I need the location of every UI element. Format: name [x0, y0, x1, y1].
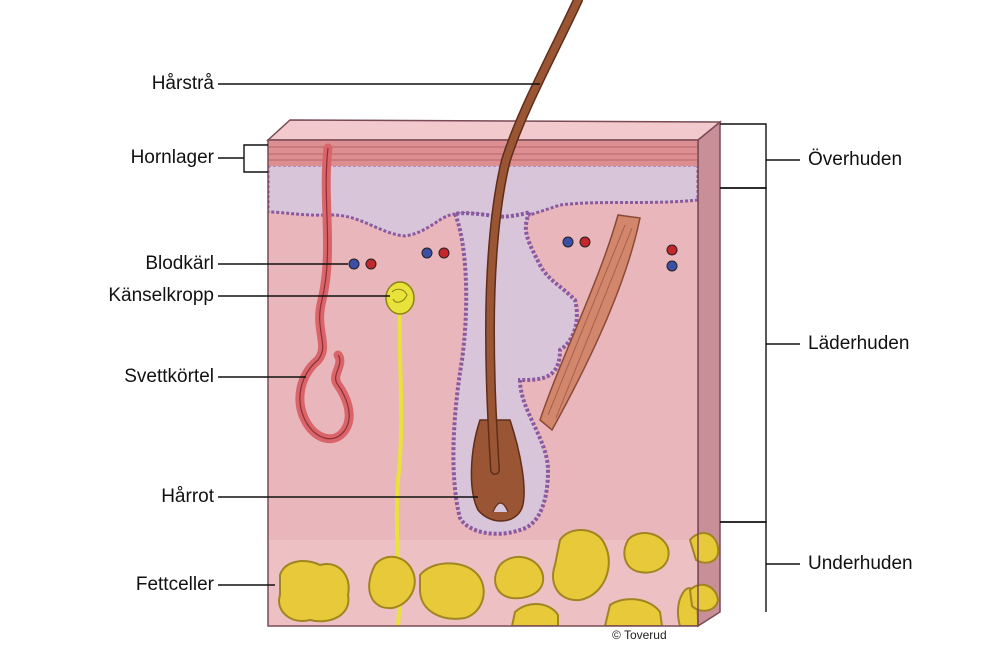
- stratum-corneum-layer: [268, 140, 698, 166]
- leader-lines: [218, 83, 540, 586]
- label-stratum-corneum: Hornlager: [130, 147, 214, 168]
- side-fat-cell: [688, 583, 720, 612]
- fat-cells-group: [278, 528, 698, 626]
- label-sweat-gland: Svettkörtel: [124, 366, 214, 387]
- arrector-pili-muscle: [539, 214, 641, 432]
- label-hypodermis: Underhuden: [808, 553, 913, 574]
- sensory-receptor: [385, 281, 415, 315]
- blood-vessels: [348, 236, 678, 272]
- label-blood-vessels: Blodkärl: [145, 253, 214, 274]
- label-sensory-receptor: Känselkropp: [108, 285, 214, 306]
- label-epidermis: Överhuden: [808, 149, 903, 170]
- label-dermis: Läderhuden: [808, 333, 910, 354]
- label-fat-cells: Fettceller: [135, 574, 214, 595]
- side-fat-cell: [688, 532, 720, 564]
- label-hair-root: Hårrot: [161, 486, 214, 507]
- copyright-notice: © Toverud: [612, 628, 667, 642]
- skin-surface: [266, 119, 723, 141]
- label-hair-shaft: Hårstrå: [151, 73, 214, 94]
- block-outline: [267, 139, 699, 627]
- layer-brackets: [720, 123, 800, 612]
